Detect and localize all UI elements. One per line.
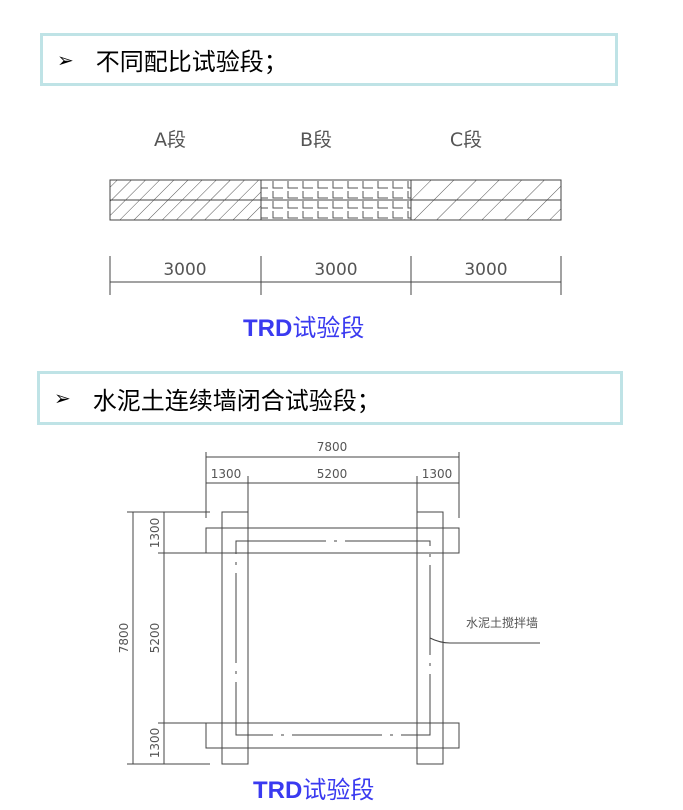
caption-cn: 试验段 [302,776,375,804]
segment-bar-diagram: A段 B段 C段 3000 3000 3000 [109,129,562,295]
section-title: 水泥土连续墙闭合试验段； [92,386,381,415]
wall-label: 水泥土搅拌墙 [466,615,538,630]
caption-latin: TRD [253,777,303,804]
caption-cn: 试验段 [292,314,365,342]
segment-label-c: C段 [450,129,482,151]
dim-top-left: 1300 [211,467,242,481]
closed-wall-diagram [127,452,540,765]
dim-top-total: 7800 [317,440,348,454]
caption-latin: TRD [243,315,293,342]
dim-b: 3000 [314,260,357,280]
dim-top-mid: 5200 [317,467,348,481]
bullet-arrow-icon: ➢ [57,47,74,72]
dim-left-mid: 5200 [148,623,162,654]
bullet-arrow-icon: ➢ [54,386,71,410]
section-header-mix-ratio: ➢ 不同配比试验段； [40,33,618,86]
dimension-line [109,256,562,295]
section-title: 不同配比试验段； [95,48,288,76]
segment-label-a: A段 [154,129,186,151]
dim-a: 3000 [163,260,206,280]
segment-label-b: B段 [300,129,332,151]
dim-top-right: 1300 [422,467,453,481]
caption-trd-1: TRD试验段 [243,308,364,343]
dim-left-bottom: 1300 [148,728,162,759]
dim-c: 3000 [464,260,507,280]
caption-trd-2: TRD试验段 [253,770,374,805]
dim-left-top: 1300 [148,518,162,549]
section-header-closed-wall: ➢ 水泥土连续墙闭合试验段； [37,371,623,425]
dim-left-total: 7800 [117,623,131,654]
